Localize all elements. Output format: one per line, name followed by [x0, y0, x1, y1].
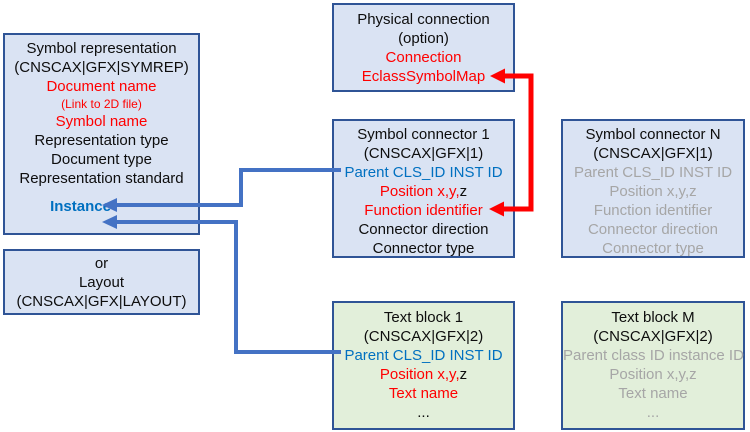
field-function-identifier: Function identifier [364, 202, 483, 219]
field-document-link: (Link to 2D file) [61, 97, 142, 111]
box-code: (CNSCAX|GFX|1) [593, 145, 713, 162]
field-parent-id: Parent CLS_ID INST ID [344, 164, 503, 181]
field-eclass-symbol-map: EclassSymbolMap [361, 68, 486, 85]
field-position: Position x,y,z [379, 366, 468, 383]
box-layout: or Layout (CNSCAX|GFX|LAYOUT) [3, 249, 200, 315]
field-symbol-name: Symbol name [55, 113, 148, 130]
box-text-block-1: Text block 1 (CNSCAX|GFX|2) Parent CLS_I… [332, 301, 515, 430]
box-symbol-representation: Symbol representation (CNSCAX|GFX|SYMREP… [3, 33, 200, 235]
field-position: Position x,y,z [609, 183, 697, 200]
box-title: Symbol representation [26, 40, 177, 57]
field-connector-direction: Connector direction [358, 221, 489, 238]
field-connector-direction: Connector direction [587, 221, 719, 238]
box-title: Text block 1 [383, 309, 464, 326]
field-representation-type: Representation type [34, 132, 169, 149]
box-symbol-connector-1: Symbol connector 1 (CNSCAX|GFX|1) Parent… [332, 119, 515, 258]
box-code: (CNSCAX|GFX|SYMREP) [14, 59, 189, 76]
box-physical-connection: Physical connection (option) Connection … [332, 3, 515, 92]
box-or: or [94, 255, 109, 272]
box-text-block-m: Text block M (CNSCAX|GFX|2) Parent class… [561, 301, 745, 430]
field-text-name: Text name [618, 385, 688, 402]
field-position: Position x,y,z [609, 366, 697, 383]
box-title: Text block M [611, 309, 695, 326]
field-position: Position x,y,z [379, 183, 468, 200]
field-connection: Connection [385, 49, 462, 66]
field-parent-id: Parent class ID instance ID [563, 347, 744, 364]
field-instance: Instance [50, 198, 111, 215]
field-ellipsis: ... [417, 404, 430, 421]
field-parent-id: Parent CLS_ID INST ID [573, 164, 733, 181]
box-option: (option) [398, 30, 449, 47]
field-function-identifier: Function identifier [593, 202, 713, 219]
box-title: Symbol connector N [585, 126, 721, 143]
box-title: Layout [78, 274, 125, 291]
field-instance-row: Instance [5, 197, 198, 216]
field-connector-type: Connector type [602, 240, 704, 257]
box-code: (CNSCAX|GFX|1) [363, 145, 484, 162]
field-ellipsis: ... [646, 404, 660, 421]
field-text-name: Text name [388, 385, 459, 402]
box-code: (CNSCAX|GFX|2) [363, 328, 484, 345]
box-symbol-connector-n: Symbol connector N (CNSCAX|GFX|1) Parent… [561, 119, 745, 258]
field-document-name: Document name [46, 78, 157, 95]
box-title: Symbol connector 1 [357, 126, 490, 143]
box-code: (CNSCAX|GFX|2) [593, 328, 713, 345]
field-connector-type: Connector type [372, 240, 475, 257]
field-representation-standard: Representation standard [19, 170, 184, 187]
box-code: (CNSCAX|GFX|LAYOUT) [16, 293, 187, 310]
field-parent-id: Parent CLS_ID INST ID [344, 347, 503, 364]
box-title: Physical connection [357, 11, 490, 28]
field-document-type: Document type [51, 151, 152, 168]
